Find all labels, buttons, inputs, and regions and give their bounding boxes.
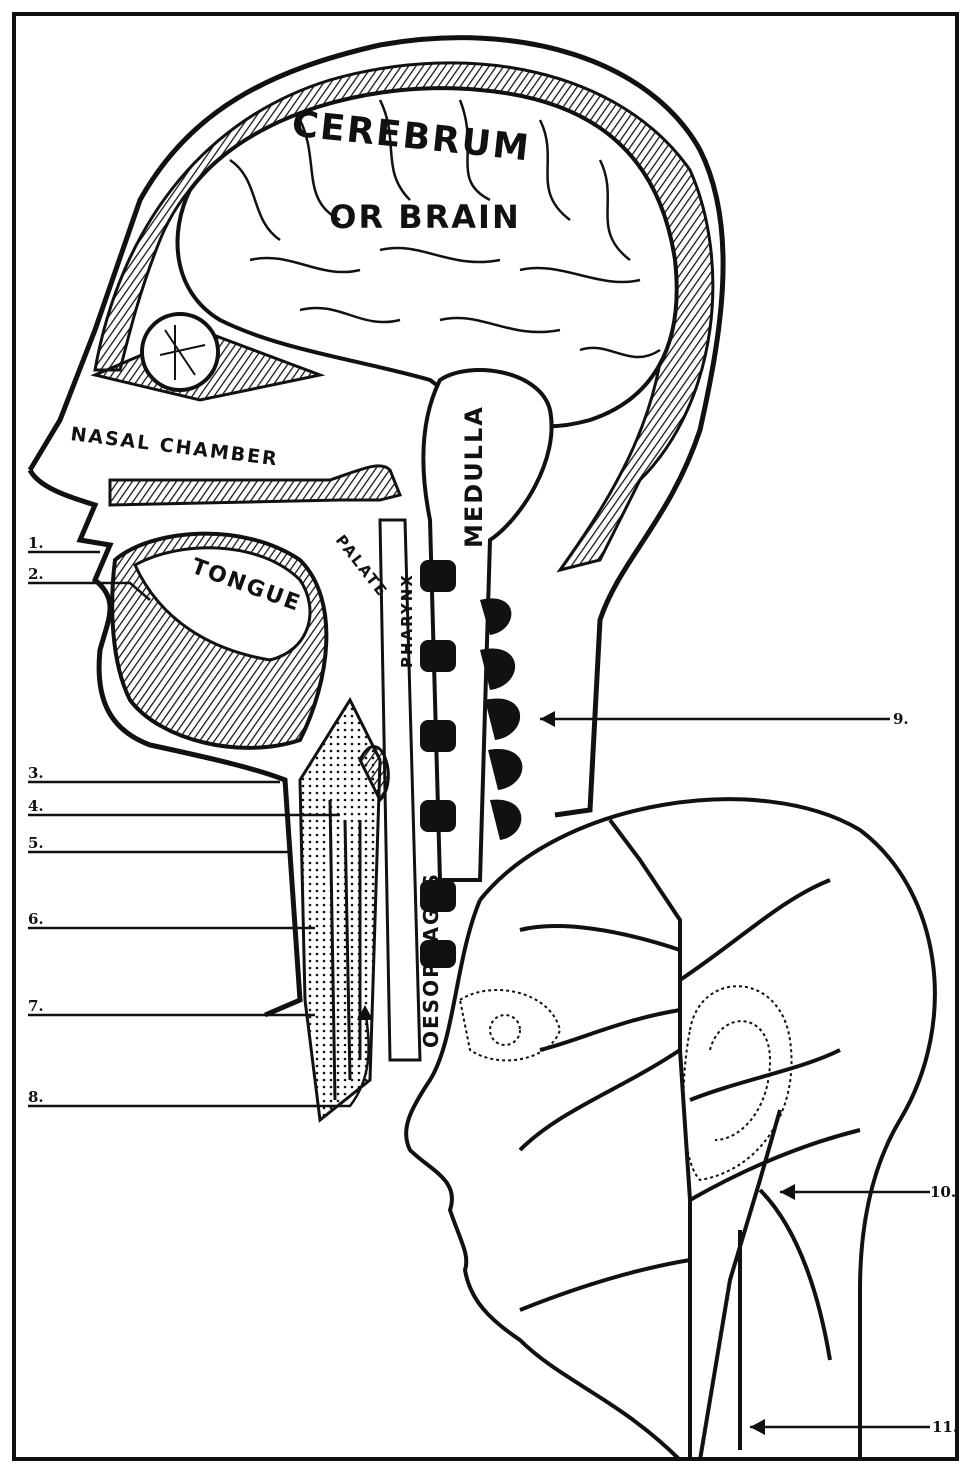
- callout-9: 9.: [893, 710, 909, 728]
- callout-2: 2.: [28, 565, 44, 583]
- inset-face-profile: [406, 900, 680, 1460]
- callout-4: 4.: [28, 797, 44, 815]
- label-nasal-chamber: NASAL CHAMBER: [69, 423, 279, 470]
- label-or-brain: OR BRAIN: [329, 198, 520, 236]
- label-pharynx: PHARYNX: [398, 573, 416, 668]
- callout-5: 5.: [28, 834, 44, 852]
- callout-6: 6.: [28, 910, 44, 928]
- label-oesophagus: OESOPHAGUS: [419, 872, 443, 1048]
- callout-8: 8.: [28, 1088, 44, 1106]
- callout-11: 11.: [932, 1418, 958, 1436]
- callout-3: 3.: [28, 764, 44, 782]
- inset-face-outline: [480, 799, 935, 1460]
- label-medulla: MEDULLA: [460, 405, 488, 548]
- callout-1: 1.: [28, 534, 44, 552]
- palate-structure: [110, 466, 400, 505]
- facial-nerves: [520, 820, 860, 1460]
- callout-7: 7.: [28, 997, 44, 1015]
- callout-10: 10.: [930, 1183, 956, 1201]
